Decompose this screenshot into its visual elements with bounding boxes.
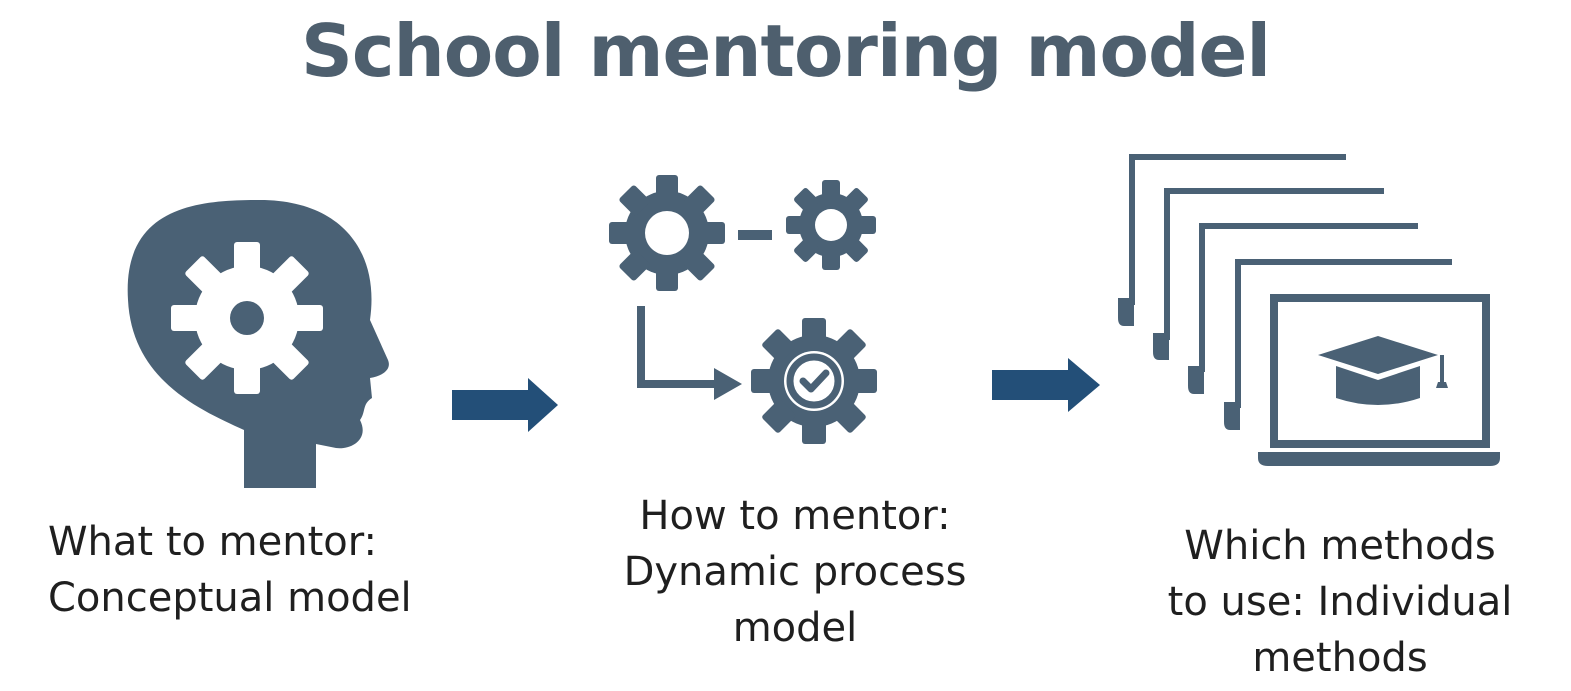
- gears-process-icon: [609, 175, 877, 444]
- arrow-right-icon: [452, 378, 558, 432]
- step-3-caption: Which methods to use: Individual methods: [1120, 518, 1560, 686]
- page-title: School mentoring model: [300, 9, 1271, 93]
- step-1-caption: What to mentor: Conceptual model: [48, 514, 458, 626]
- gear-icon: [609, 175, 725, 291]
- gear-icon: [786, 180, 876, 270]
- gear-check-icon: [751, 318, 877, 444]
- step-3-line-1: Which methods: [1184, 523, 1496, 569]
- head-with-gear-icon: [127, 200, 389, 488]
- step-3-line-3: methods: [1252, 635, 1428, 681]
- step-1-line-2: Conceptual model: [48, 575, 412, 621]
- step-1-line-1: What to mentor:: [48, 519, 377, 565]
- step-2-caption: How to mentor: Dynamic process model: [565, 488, 1025, 656]
- arrow-right-icon: [992, 358, 1100, 412]
- step-2-line-3: model: [732, 605, 858, 651]
- step-3-line-2: to use: Individual: [1167, 579, 1513, 625]
- step-2-line-2: Dynamic process: [623, 549, 967, 595]
- stacked-laptops-graduation-cap-icon: [1118, 154, 1500, 466]
- step-2-line-1: How to mentor:: [639, 493, 951, 539]
